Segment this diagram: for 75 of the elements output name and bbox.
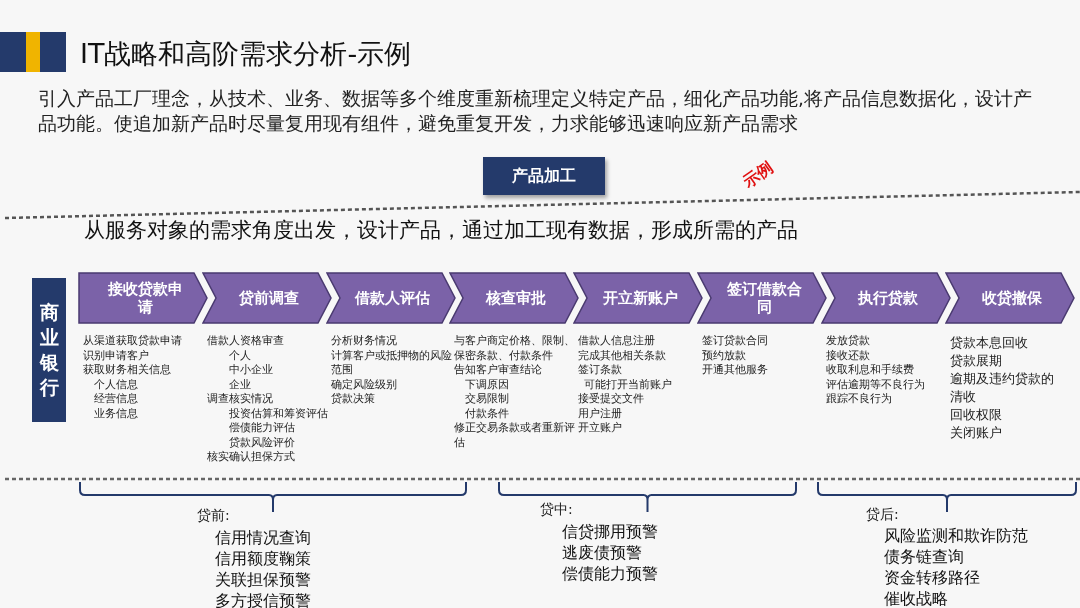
step-description: 投资估算和筹资评估 — [227, 406, 329, 421]
list-item: 资金转移路径 — [884, 570, 980, 588]
step-description: 贷款决策 — [330, 392, 376, 407]
step-description: 获取财务相关信息 — [83, 363, 172, 378]
step-description: 预约放款 — [702, 348, 747, 363]
list-item: 多方授信预警 — [215, 593, 311, 608]
step-description: 与客户商定价格、限制、保密条款、付款条件 — [454, 334, 577, 363]
chevron-step: 借款人评估 — [325, 272, 456, 324]
group-heading: 贷中: — [540, 502, 573, 518]
step-description: 借款人信息注册 — [578, 334, 657, 349]
step-description: 发放贷款 — [825, 334, 871, 349]
step-description: 中小企业 — [227, 363, 274, 378]
band-label: 商业银行 — [39, 300, 59, 400]
step-description: 贷款本息回收 — [949, 334, 1029, 352]
tab-label: 产品加工 — [512, 165, 576, 187]
tab-box — [483, 157, 605, 195]
step-description: 贷款展期 — [949, 352, 1003, 370]
list-item: 风险监测和欺诈防范 — [884, 528, 1028, 546]
step-description: 评估逾期等不良行为 — [825, 377, 926, 392]
step-description: 业务信息 — [93, 406, 139, 421]
list-item: 偿债能力预警 — [562, 566, 658, 584]
chevron-step: 接收贷款申请 — [78, 272, 208, 324]
step-description: 企业 — [227, 377, 252, 392]
step-description: 交易限制 — [464, 392, 511, 407]
step-description: 个人 — [227, 348, 252, 363]
subtitle: 从服务对象的需求角度出发，设计产品，通过加工现有数据，形成所需的产品 — [84, 219, 798, 243]
step-description: 完成其他相关条款 — [578, 348, 668, 363]
list-item: 信贷挪用预警 — [562, 524, 658, 542]
chevron-step: 贷前调查 — [201, 272, 332, 324]
step-description: 调查核实情况 — [206, 392, 274, 407]
list-item: 债务链查询 — [884, 549, 964, 567]
step-description: 下调原因 — [464, 377, 511, 392]
step-description: 逾期及违约贷款的清收 — [949, 370, 1055, 406]
step-description: 借款人资格审查 — [206, 334, 285, 349]
group-heading: 贷后: — [866, 507, 899, 523]
chevron-step: 开立新账户 — [573, 272, 704, 324]
step-description: 收取利息和手续费 — [825, 363, 915, 378]
step-description: 修正交易条款或者重新评估 — [454, 421, 577, 450]
chevron-step: 收贷撤保 — [944, 272, 1075, 324]
list-item: 关联担保预警 — [215, 572, 311, 590]
group-heading: 贷前: — [197, 508, 230, 524]
step-description: 核实确认担保方式 — [206, 450, 296, 465]
chevron-step: 签订借款合同 — [697, 272, 827, 324]
step-description: 开立账户 — [578, 421, 624, 436]
chevron-step: 核查审批 — [449, 272, 580, 324]
step-description: 告知客户审查结论 — [454, 363, 544, 378]
step-description: 用户注册 — [578, 406, 624, 421]
vertical-band — [32, 278, 66, 422]
step-description: 开通其他服务 — [702, 363, 769, 378]
intro-paragraph: 引入产品工厂理念，从技术、业务、数据等多个维度重新梳理定义特定产品，细化产品功能,将产品信息数据化，设计产品功能。使追加新产品时尽量复用现有组件，避免重复开发，力求能够迅速响应新产品需求 — [38, 87, 1033, 136]
step-description: 计算客户或抵押物的风险范围 — [330, 348, 453, 378]
slide-title: IT战略和高阶需求分析-示例 — [80, 37, 412, 71]
step-description: 回收权限 — [949, 406, 1003, 424]
step-description: 签订贷款合同 — [702, 334, 769, 349]
step-description: 接收还款 — [825, 348, 871, 363]
list-item: 逃废债预警 — [562, 545, 642, 563]
step-description: 签订条款 — [578, 363, 624, 378]
step-description: 接受提交文件 — [578, 392, 646, 407]
step-description: 偿债能力评估 — [227, 421, 296, 436]
step-description: 从渠道获取贷款申请 — [83, 334, 183, 349]
chevron-step: 执行贷款 — [820, 272, 951, 324]
list-item: 信用额度鞠策 — [215, 551, 311, 569]
step-description: 识别申请客户 — [83, 348, 150, 363]
step-description: 可能打开当前账户 — [582, 377, 673, 392]
step-description: 付款条件 — [464, 406, 511, 421]
step-description: 跟踪不良行为 — [825, 392, 893, 407]
list-item: 催收战略 — [884, 591, 948, 608]
step-description: 确定风险级别 — [330, 377, 398, 392]
list-item: 信用情况查询 — [215, 530, 311, 548]
stamp-text: 示例 — [739, 158, 777, 192]
step-description: 关闭账户 — [949, 424, 1003, 442]
step-description: 贷款风险评价 — [227, 435, 296, 450]
step-description: 经营信息 — [93, 392, 139, 407]
step-description: 分析财务情况 — [330, 334, 398, 349]
step-description: 个人信息 — [93, 377, 139, 392]
